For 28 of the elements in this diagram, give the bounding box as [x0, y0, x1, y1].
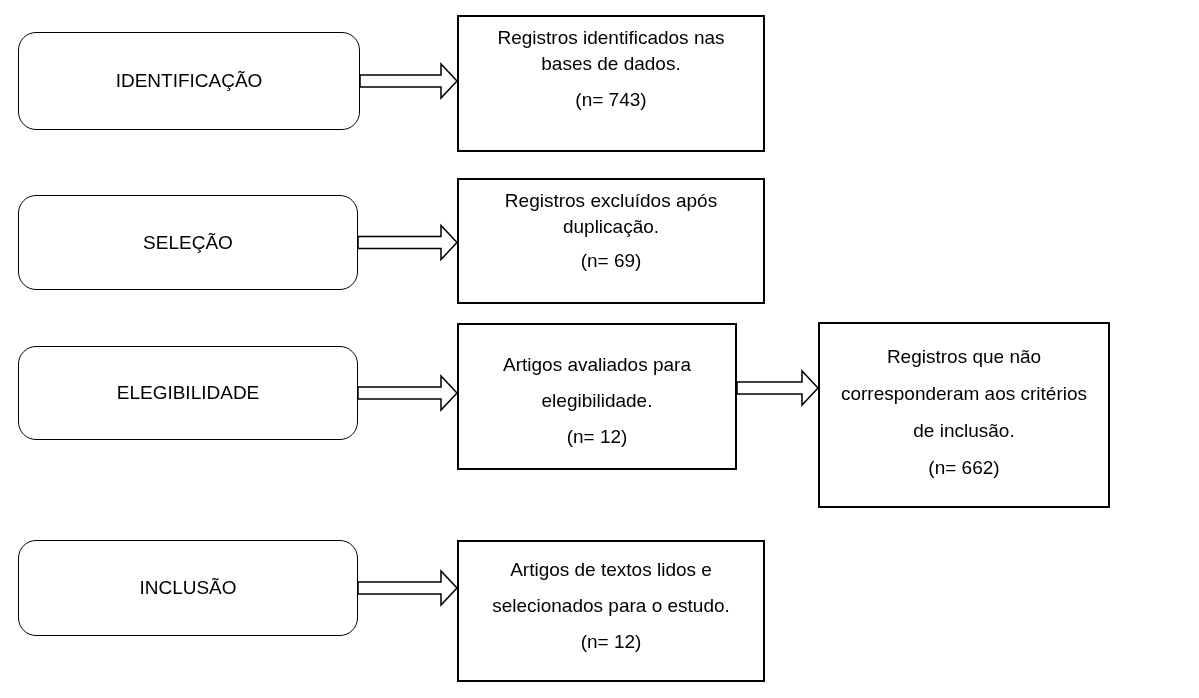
process-box	[457, 323, 737, 470]
count-text: (n= 12)	[580, 630, 642, 654]
block-arrow	[357, 374, 459, 412]
block-arrow	[736, 369, 820, 407]
box-text: Artigos de textos lidos e selecionados para o estudo.	[491, 558, 731, 618]
box-text: Artigos avaliados para elegibilidade.	[502, 353, 692, 413]
stage-box	[18, 540, 358, 636]
count-text: (n= 69)	[580, 249, 642, 273]
box-text: Registros que não corresponderam aos critérios de inclusão.	[839, 345, 1088, 443]
count-text: (n= 662)	[928, 456, 1000, 480]
box-text: SELEÇÃO	[143, 230, 233, 255]
block-arrow	[359, 62, 459, 100]
box-text: INCLUSÃO	[139, 576, 237, 600]
stage-box	[18, 195, 358, 290]
box-text: Registros identificados nas bases de dados.	[496, 26, 726, 76]
process-box	[457, 178, 765, 304]
count-text: (n= 743)	[575, 88, 647, 112]
stage-box	[18, 346, 358, 440]
count-text: (n= 12)	[566, 425, 628, 449]
stage-box	[18, 32, 360, 130]
box-text: Registros excluídos após duplicação.	[503, 189, 719, 239]
block-arrow	[357, 223, 459, 262]
box-text: IDENTIFICAÇÃO	[115, 69, 263, 93]
box-text: ELEGIBILIDADE	[116, 381, 260, 405]
process-box	[457, 540, 765, 682]
block-arrow	[357, 569, 459, 607]
process-box	[818, 322, 1110, 508]
process-box	[457, 15, 765, 152]
